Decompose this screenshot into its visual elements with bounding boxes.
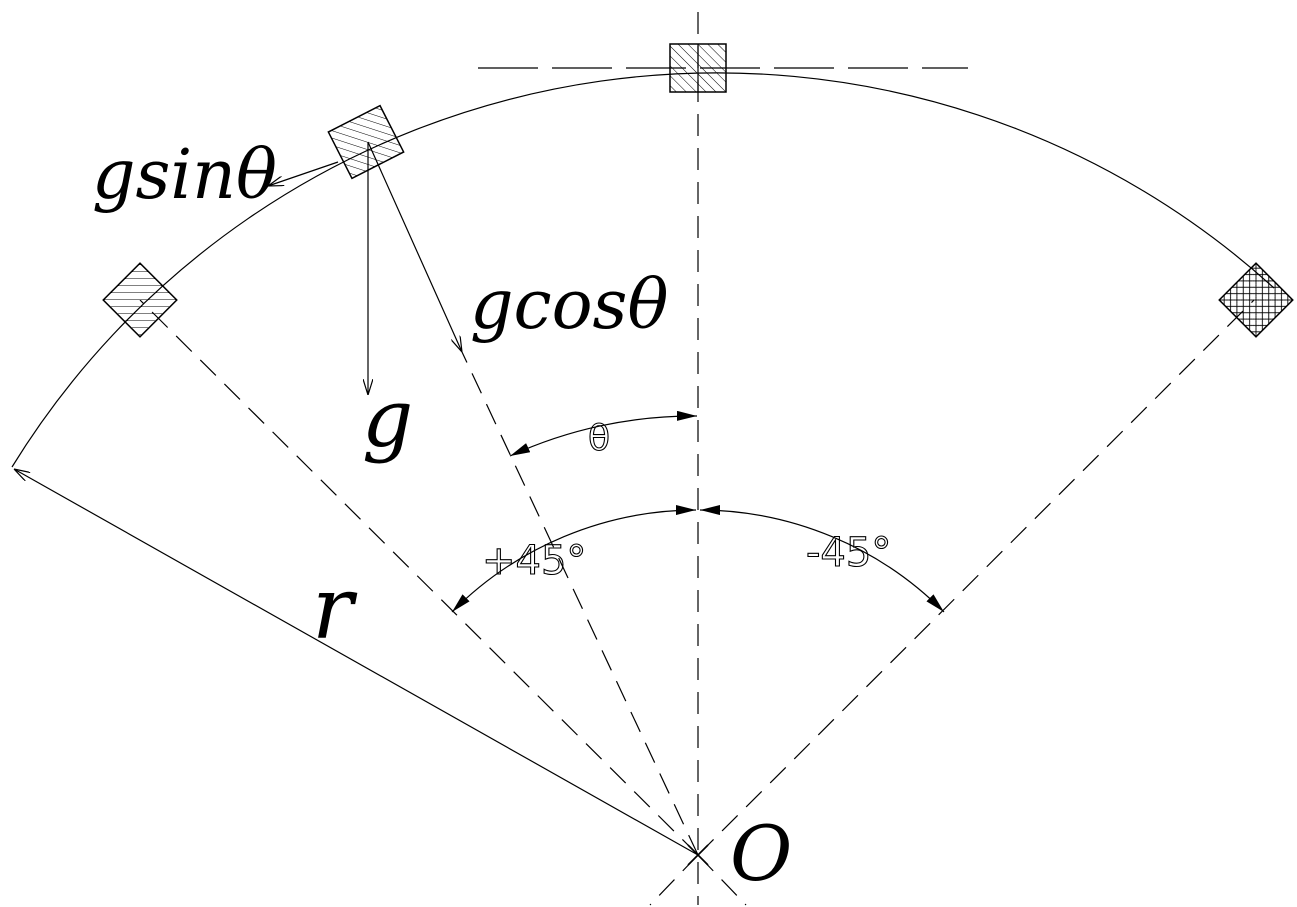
block-top (669, 43, 727, 93)
plus45-label: +45° (482, 538, 586, 584)
theta-radius-line (461, 351, 699, 856)
minus45-angle-arc (699, 505, 945, 613)
block-left-45 (102, 262, 178, 338)
minus45-radius-line (697, 299, 1255, 856)
plus45-angle-arc (451, 505, 697, 613)
gsin-label: gsinθ (92, 136, 277, 215)
radius-label: r (312, 559, 358, 659)
gsin-vector-arrow (268, 161, 339, 186)
plus45-radius-line (139, 299, 699, 856)
radius-dimension-line (14, 469, 699, 856)
theta-angle-arc (509, 410, 698, 457)
g-label: g (362, 372, 413, 465)
block-right-45 (1218, 262, 1294, 338)
origin-label: O (730, 809, 792, 898)
gcos-vector-arrow (367, 141, 462, 352)
block-theta (327, 104, 405, 180)
gcos-label: gcosθ (470, 266, 668, 345)
minus45-label: -45° (806, 530, 891, 576)
theta-label: θ (588, 418, 610, 459)
